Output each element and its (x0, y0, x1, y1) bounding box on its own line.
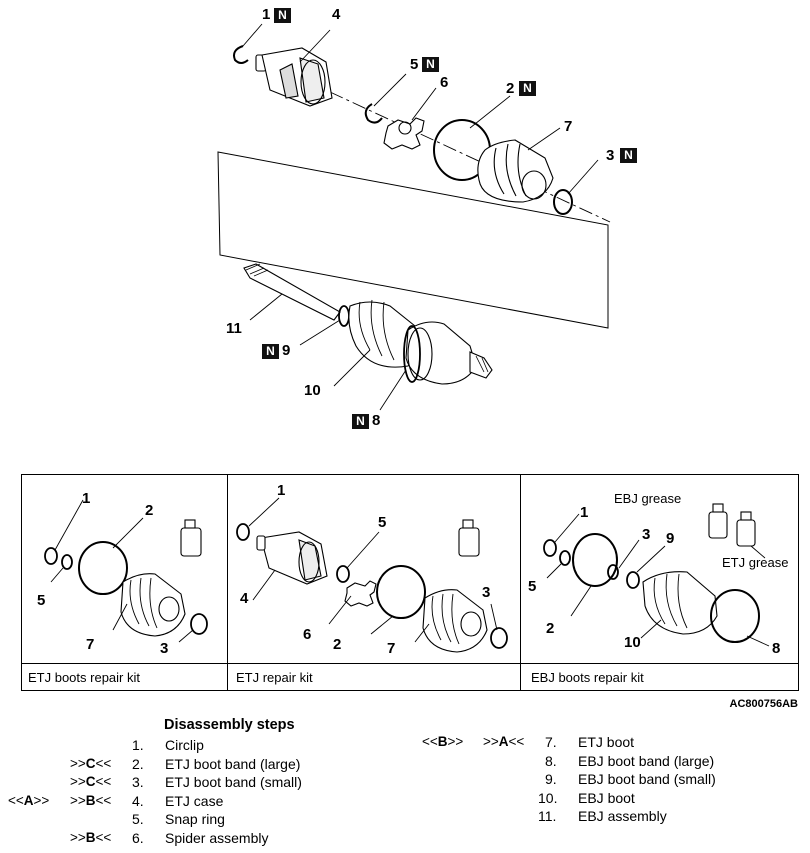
callout-4: 4 (332, 6, 341, 23)
kit-divider-2 (520, 474, 521, 691)
kit1-callout-2: 2 (145, 502, 154, 519)
n-badge-9: N (262, 344, 279, 359)
steps-heading: Disassembly steps (164, 717, 295, 733)
kit1-callout-7: 7 (86, 636, 95, 653)
callout-9: 9 (282, 342, 291, 359)
callout-1: 1 (262, 6, 271, 23)
kit2-callout-2: 2 (333, 636, 342, 653)
step-row: 9. EBJ boot band (small) (545, 771, 716, 788)
etj-grease-label: ETJ grease (722, 555, 789, 570)
kit3-callout-5: 5 (528, 578, 537, 595)
kit-label-etj-repair: ETJ repair kit (236, 670, 313, 685)
step-row: >>C<< 3. ETJ boot band (small) (70, 774, 302, 791)
kit3-callout-9: 9 (666, 530, 675, 547)
kit1-callout-1: 1 (82, 490, 91, 507)
kit-label-row-line (21, 663, 799, 664)
callout-11: 11 (226, 320, 242, 337)
step-row: 8. EBJ boot band (large) (545, 752, 715, 769)
kit2-callout-6: 6 (303, 626, 312, 643)
callout-3: 3 (606, 147, 615, 164)
kit-drawings (44, 497, 770, 653)
step-row: >>B<< 6. Spider assembly (70, 830, 269, 846)
circlip-part (233, 45, 249, 64)
step-row: 10. EBJ boot (538, 789, 635, 806)
callout-8: 8 (372, 412, 381, 429)
callout-2: 2 (506, 80, 515, 97)
kit3-callout-1: 1 (580, 504, 589, 521)
kit1-callout-5: 5 (37, 592, 46, 609)
n-badge-5: N (422, 57, 439, 72)
callout-7: 7 (564, 118, 573, 135)
kit3-callout-3: 3 (642, 526, 651, 543)
snap-ring-part (364, 103, 383, 124)
kit-divider-1 (227, 474, 228, 691)
figure-code: AC800756AB (729, 698, 798, 710)
etj-case-part (255, 29, 333, 107)
callout-10: 10 (304, 382, 321, 399)
step-row: <<A>> >>B<< 4. ETJ case (8, 792, 224, 809)
kit2-callout-4: 4 (240, 590, 249, 607)
boot-band-small-part (553, 189, 573, 215)
step-row: 11. EBJ assembly (538, 808, 667, 825)
n-badge-1: N (274, 8, 291, 23)
spider-part (383, 87, 437, 150)
step-row: <<B>> >>A<< 7. ETJ boot (422, 734, 635, 750)
n-badge-2: N (519, 81, 536, 96)
kit2-callout-3: 3 (482, 584, 491, 601)
kit3-callout-2: 2 (546, 620, 555, 637)
frame-line (217, 151, 609, 329)
step-row: >>C<< 2. ETJ boot band (large) (70, 755, 301, 772)
kit2-callout-1: 1 (277, 482, 286, 499)
kit-label-ebj-boots: EBJ boots repair kit (531, 670, 644, 685)
kit3-callout-10: 10 (624, 634, 641, 651)
shaft-assembly-part (243, 263, 493, 411)
kit-table (21, 474, 799, 691)
kit3-callout-8: 8 (772, 640, 781, 657)
etj-boot-part (477, 127, 561, 203)
kit2-callout-5: 5 (378, 514, 387, 531)
ebj-grease-label: EBJ grease (614, 491, 682, 506)
kit1-callout-3: 3 (160, 640, 169, 657)
n-badge-8: N (352, 414, 369, 429)
step-row: 1. Circlip (132, 737, 204, 753)
exploded-diagram (217, 23, 611, 411)
n-badge-3: N (620, 148, 637, 163)
callout-5: 5 (410, 56, 419, 73)
kit-label-etj-boots: ETJ boots repair kit (28, 670, 140, 685)
kit2-callout-7: 7 (387, 640, 396, 657)
centerline (329, 91, 611, 223)
callout-6: 6 (440, 74, 449, 91)
step-row: 5. Snap ring (132, 811, 225, 828)
